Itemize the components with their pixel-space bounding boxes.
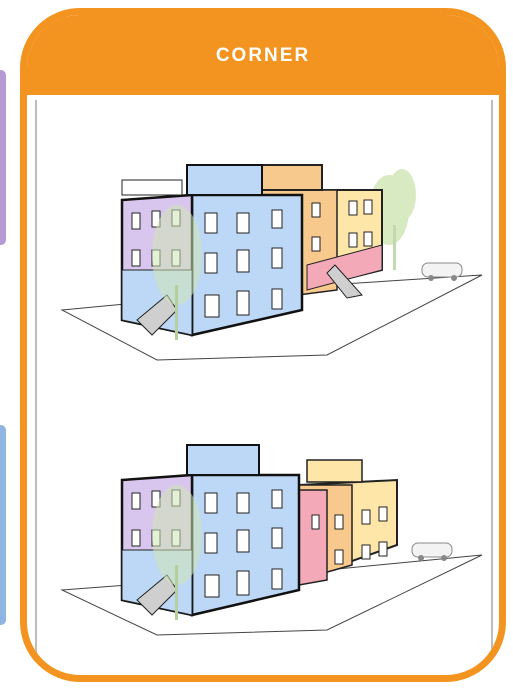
panel-header: CORNER: [27, 15, 499, 95]
corner-building-illustration-top: [27, 105, 499, 375]
car-icon: [412, 543, 452, 561]
main-block: [122, 445, 299, 620]
corner-building-illustration-bottom: [27, 385, 499, 645]
side-accent-purple: [0, 70, 6, 245]
side-accent-blue: [0, 425, 6, 625]
corner-panel: CORNER: [20, 8, 506, 682]
panel-title: CORNER: [216, 45, 310, 67]
